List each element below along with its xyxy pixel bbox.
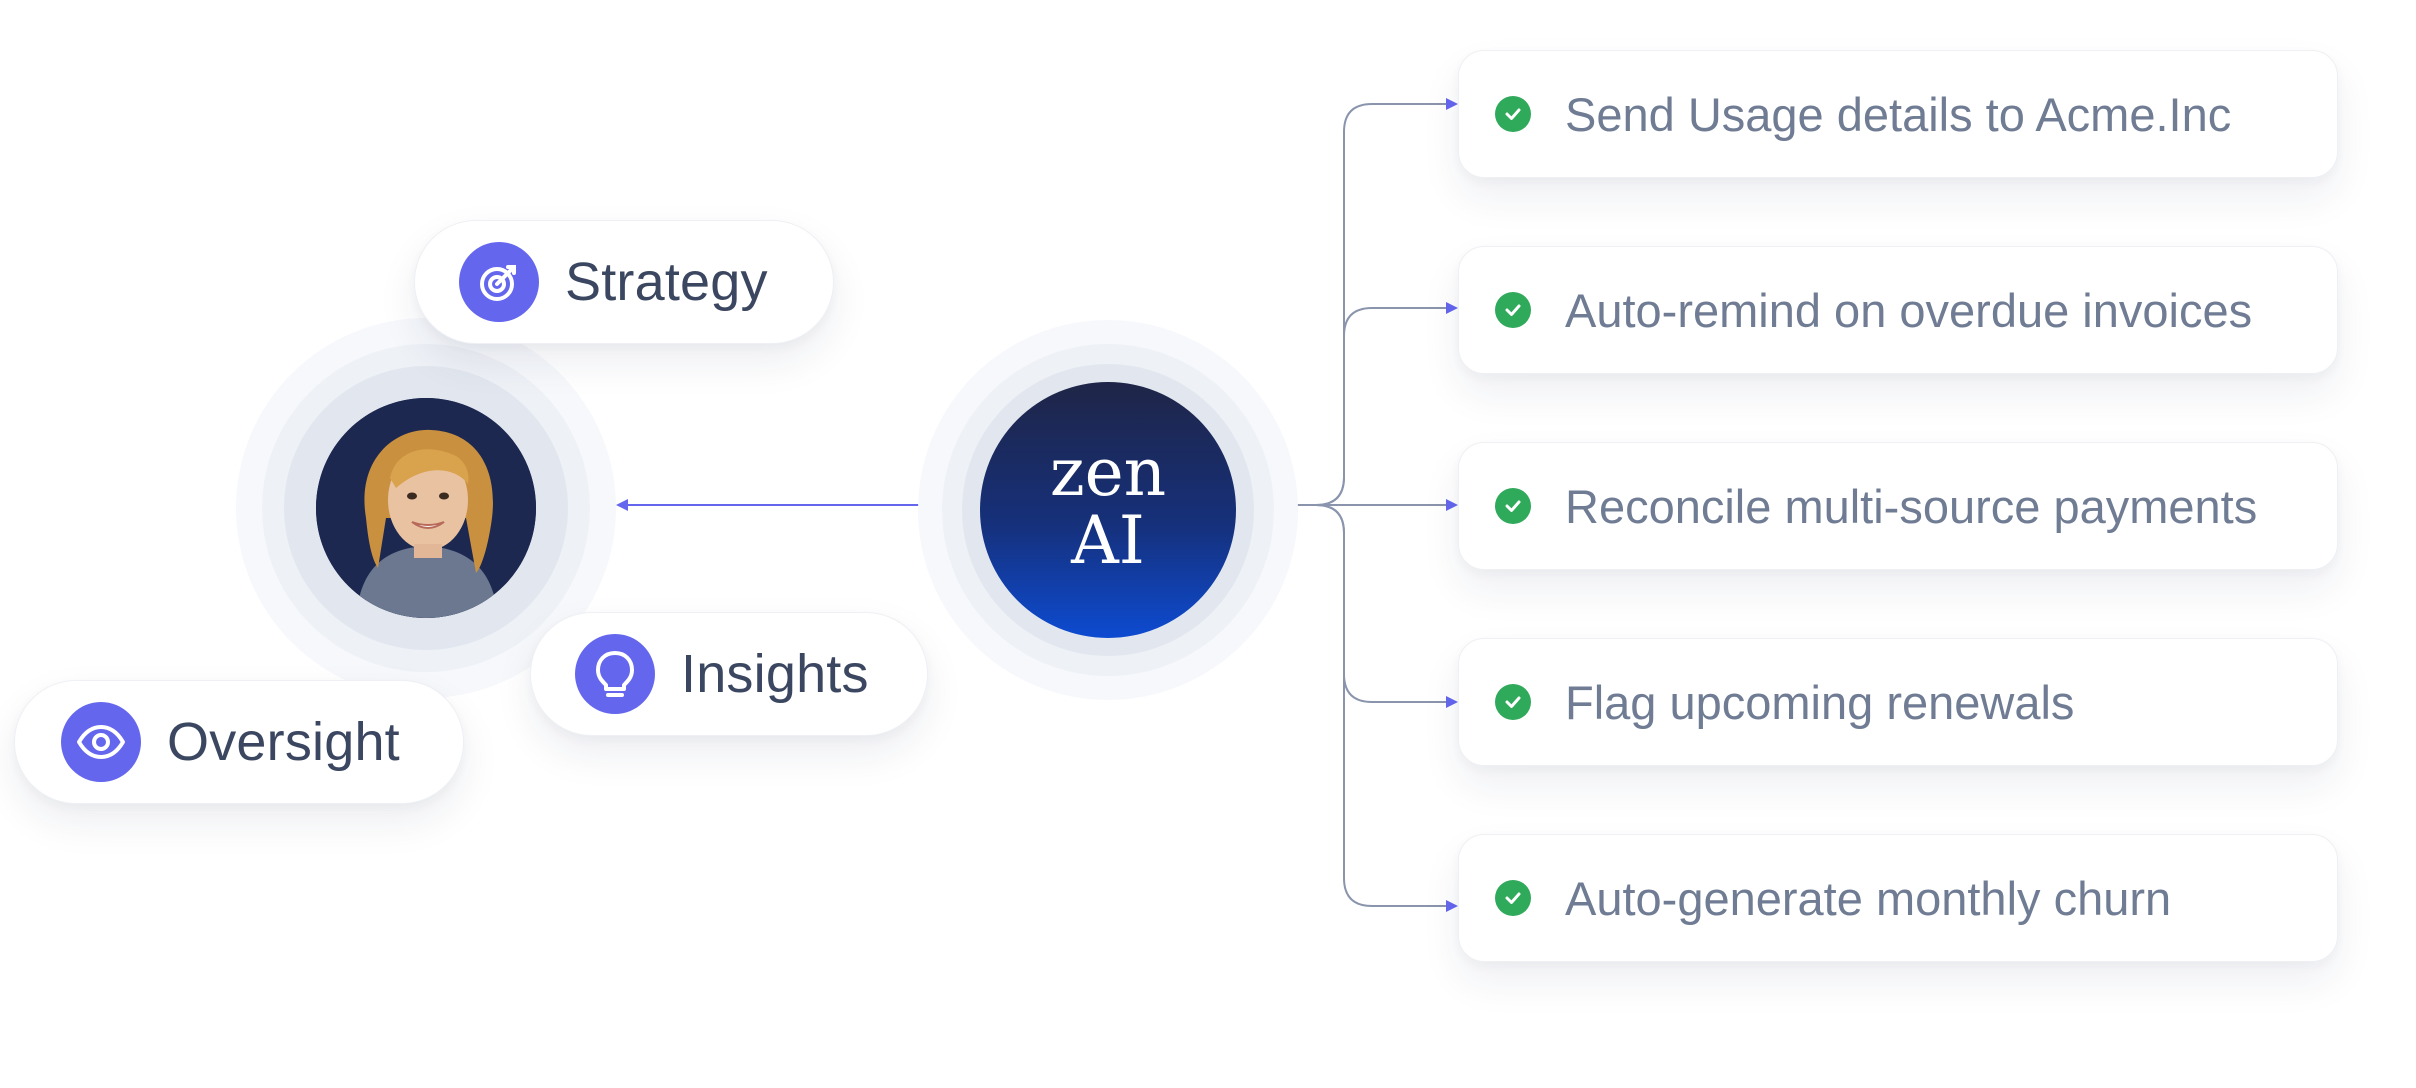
task-label: Send Usage details to Acme.Inc [1565, 87, 2232, 141]
role-pill-oversight: Oversight [14, 680, 464, 804]
task-card: Send Usage details to Acme.Inc [1458, 50, 2338, 178]
branch-connector-5 [1236, 504, 1458, 912]
role-pill-insights: Insights [530, 612, 928, 736]
branch-connector-2 [1236, 302, 1458, 506]
task-label: Auto-remind on overdue invoices [1565, 283, 2253, 337]
check-circle-icon [1495, 96, 1531, 132]
task-label: Flag upcoming renewals [1565, 675, 2075, 729]
task-label: Reconcile multi-source payments [1565, 479, 2258, 533]
role-label: Strategy [565, 252, 768, 312]
task-label: Auto-generate monthly churn [1565, 871, 2172, 925]
check-circle-icon [1495, 292, 1531, 328]
task-card: Auto-remind on overdue invoices [1458, 246, 2338, 374]
role-pill-strategy: Strategy [414, 220, 834, 344]
avatar [316, 398, 536, 618]
person-portrait [316, 398, 536, 618]
role-label: Insights [681, 644, 869, 704]
check-circle-icon [1495, 684, 1531, 720]
eye-icon [61, 702, 141, 782]
zen-ai-logo: zen AI [980, 382, 1236, 638]
task-card: Reconcile multi-source payments [1458, 442, 2338, 570]
lightbulb-icon [575, 634, 655, 714]
check-circle-icon [1495, 488, 1531, 524]
target-icon [459, 242, 539, 322]
logo-line-1: zen [1049, 434, 1167, 511]
logo-line-2: AI [1071, 502, 1145, 579]
task-card: Auto-generate monthly churn [1458, 834, 2338, 962]
task-card: Flag upcoming renewals [1458, 638, 2338, 766]
role-label: Oversight [167, 712, 400, 772]
check-circle-icon [1495, 880, 1531, 916]
